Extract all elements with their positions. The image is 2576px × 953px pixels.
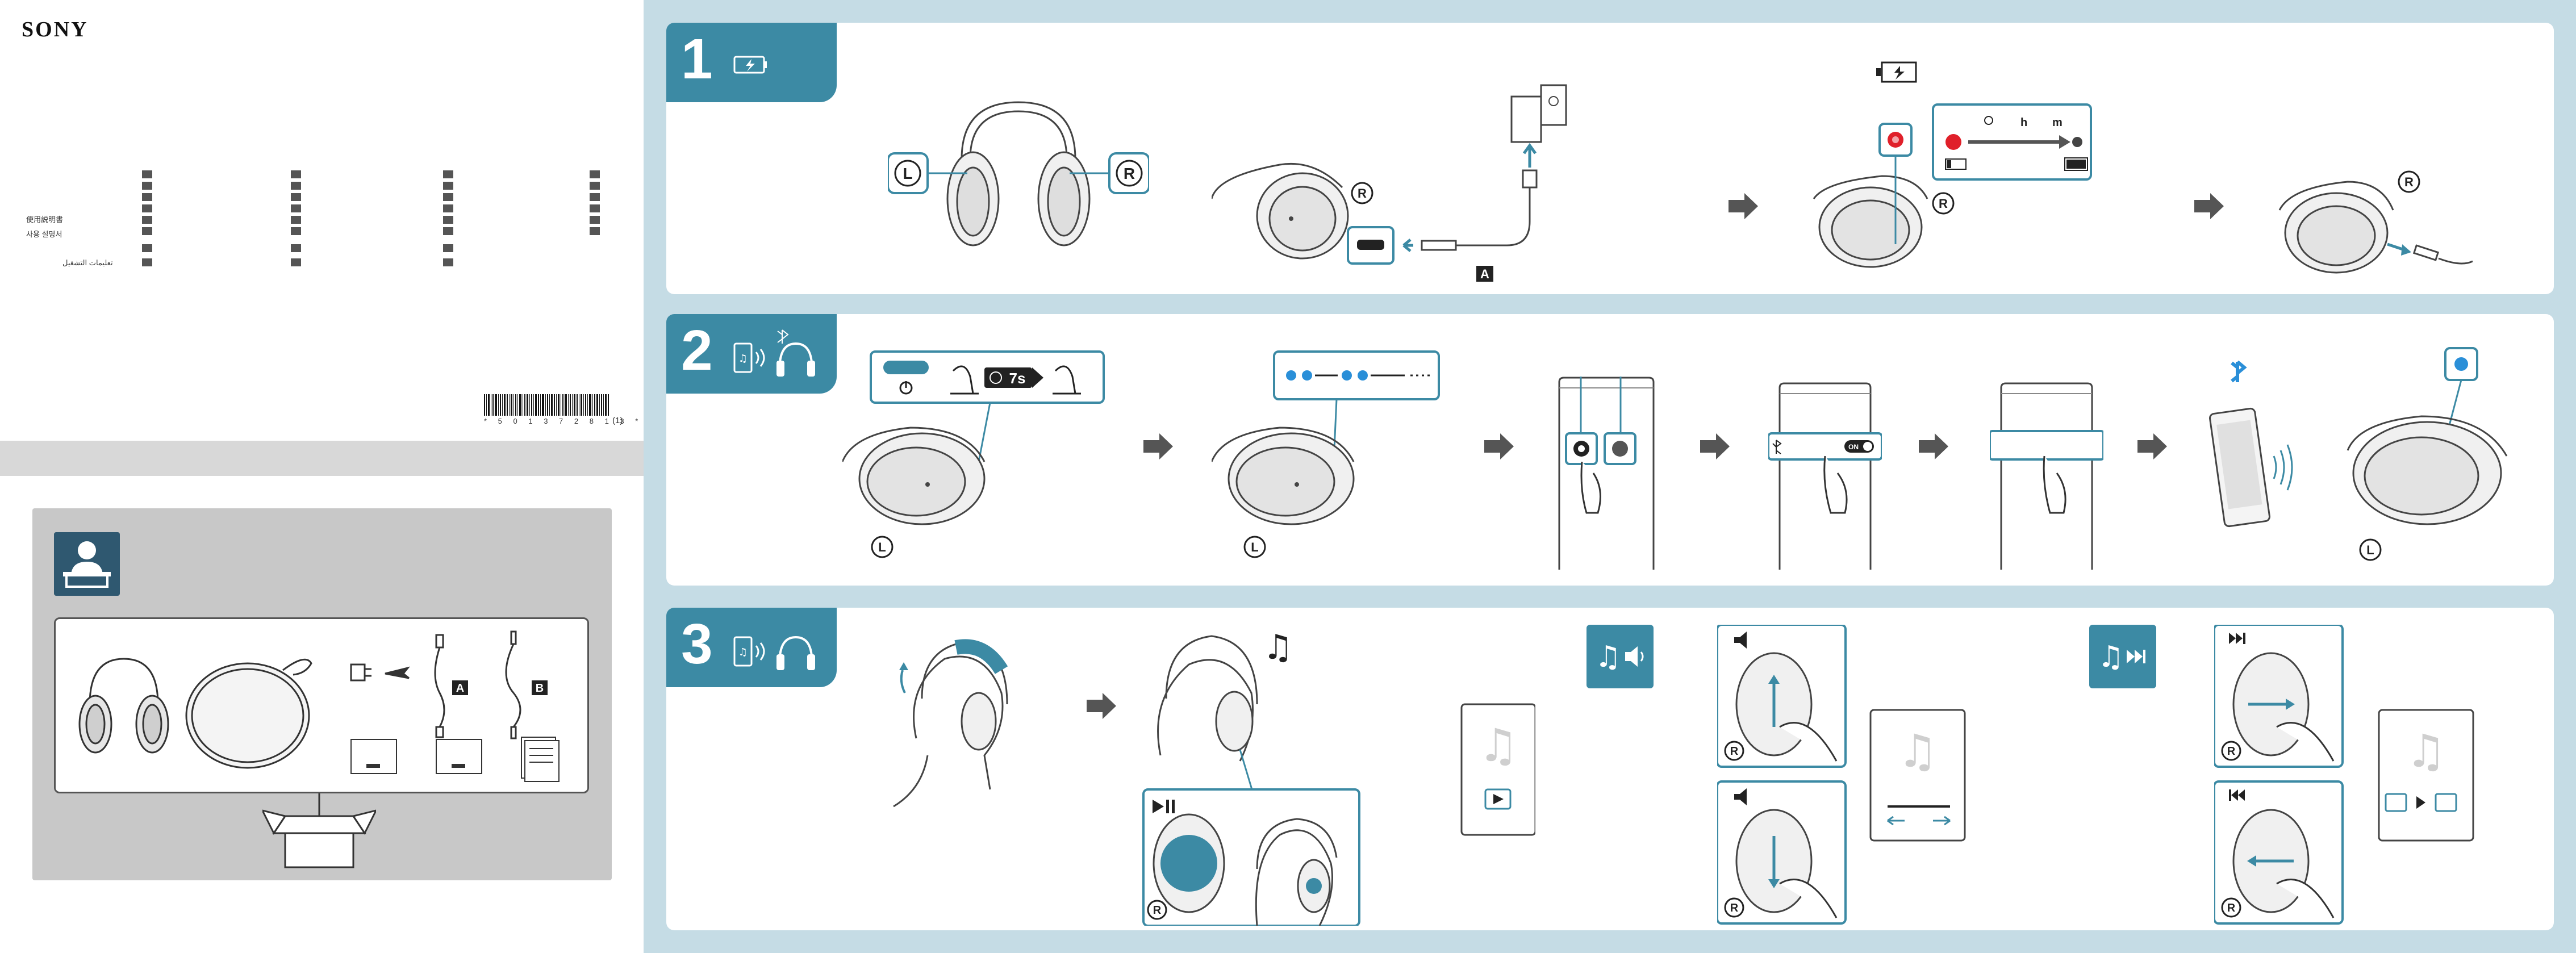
track-swipe-illustration: R R ♫ [2214, 625, 2475, 926]
toggle-on-label: ON [1848, 443, 1859, 451]
audio-cable-image [506, 632, 520, 738]
next-arrow-icon-7 [2137, 433, 2167, 459]
next-arrow-icon-2 [2194, 193, 2224, 219]
phone-settings-illustration [1552, 377, 1660, 570]
right-marker-6: R [1730, 745, 1739, 758]
hold-time-label: 7s [1009, 370, 1026, 387]
svg-text:♫: ♫ [738, 353, 748, 365]
next-arrow-icon-8 [1087, 693, 1116, 719]
svg-text:♫: ♫ [1478, 719, 1519, 772]
carrying-case-image [186, 659, 311, 768]
svg-text:♫: ♫ [738, 646, 748, 658]
package-contents-area: A B [32, 508, 612, 880]
right-marker-2: R [1358, 186, 1367, 200]
svg-text:♫: ♫ [1263, 628, 1293, 667]
lang-korean: 사용 설명서 [26, 228, 62, 239]
connected-illustration: L [2200, 342, 2529, 570]
right-marker-9: R [2227, 902, 2236, 914]
step-2-number: 2 [681, 322, 713, 379]
cable-a-label: A [456, 682, 464, 695]
svg-text:♫: ♫ [1595, 640, 1622, 674]
left-marker-4: L [2366, 543, 2374, 557]
instructions-area: 1 L R [644, 0, 2576, 953]
open-box-icon [262, 793, 376, 873]
next-arrow-icon [1729, 193, 1758, 219]
step-1-panel: 1 L R [666, 23, 2554, 294]
usb-charging-illustration: R A [1212, 57, 1621, 284]
play-pause-illustration: ♫ R ♫ [1126, 619, 1535, 926]
brand-logo: SONY [22, 17, 89, 42]
volume-swipe-illustration: R R ♫ [1717, 625, 1967, 926]
right-marker-7: R [1730, 902, 1739, 914]
battery-charge-icon [729, 35, 831, 92]
next-arrow-icon-4 [1484, 433, 1514, 459]
timer-hours: h [2020, 116, 2027, 129]
barcode-suffix: (1) [612, 416, 623, 425]
left-marker-2: L [878, 540, 886, 554]
right-marker-3: R [1939, 197, 1948, 211]
left-marker-3: L [1251, 540, 1258, 554]
right-marker-5: R [1153, 904, 1162, 917]
track-mode-icon: ♫ [2089, 625, 2156, 688]
lang-arabic: تعليمات التشغيل [62, 258, 113, 267]
timer-minutes: m [2052, 116, 2063, 129]
charging-indicator-illustration: R h m [1802, 57, 2098, 284]
left-marker: L [903, 165, 912, 182]
unplug-illustration: R [2268, 148, 2507, 284]
step-1-tab: 1 [666, 23, 837, 102]
step-3-number: 3 [681, 616, 713, 672]
lang-japanese: 使用説明書 [26, 214, 63, 224]
cable-b-label: B [536, 682, 544, 695]
next-arrow-icon-6 [1919, 433, 1948, 459]
cable-a-marker: A [1480, 267, 1489, 281]
svg-text:♫: ♫ [1897, 725, 1938, 778]
headphones-image [80, 659, 168, 753]
grey-divider-strip [0, 441, 644, 476]
select-device-illustration [1990, 382, 2103, 570]
left-cover-panel: SONY 使用説明書 사용 설명서 تعليمات التشغيل * 5 0 … [0, 0, 644, 953]
music-playback-icon: ♫ [729, 620, 831, 677]
blue-blink-illustration: L [1212, 348, 1450, 564]
svg-text:♫: ♫ [2098, 640, 2124, 674]
step-2-panel: 2 ♫ 7s [666, 314, 2554, 586]
documents-image [351, 737, 559, 781]
svg-text:♫: ♫ [2406, 725, 2446, 778]
barcode-image [484, 394, 610, 416]
right-marker-4: R [2404, 175, 2414, 189]
plug-adaptor-image [351, 664, 409, 680]
contents-frame: A B [54, 617, 589, 793]
headphones-front-image: L R [888, 80, 1149, 261]
power-hold-illustration: 7s L [842, 348, 1115, 564]
step-3-tab: 3 ♫ [666, 608, 837, 687]
right-marker: R [1124, 165, 1135, 182]
volume-mode-icon: ♫ [1586, 625, 1654, 688]
person-unpacking-icon [54, 532, 120, 596]
bluetooth-pairing-icon: ♫ [729, 327, 831, 383]
wearing-headphones-illustration [882, 625, 1018, 812]
next-arrow-icon-5 [1700, 433, 1730, 459]
bluetooth-on-illustration: ON [1768, 382, 1882, 570]
right-marker-8: R [2227, 745, 2236, 758]
step-2-tab: 2 ♫ [666, 314, 837, 394]
step-1-number: 1 [681, 31, 713, 87]
next-arrow-icon-3 [1143, 433, 1173, 459]
step-3-panel: 3 ♫ [666, 608, 2554, 930]
usb-cable-image [435, 635, 444, 737]
